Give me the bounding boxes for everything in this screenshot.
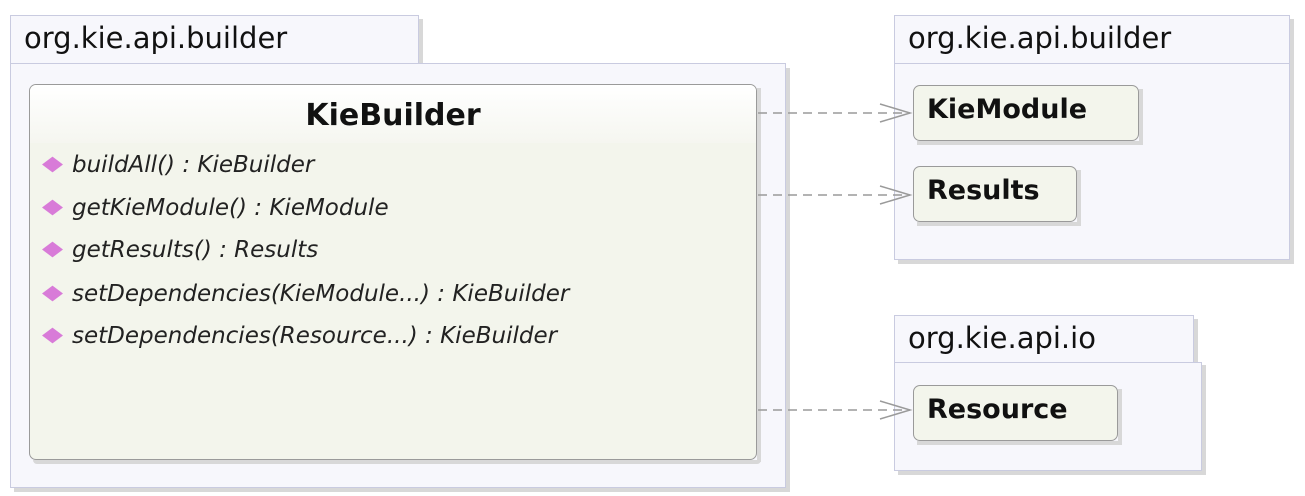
package-tab-kiebuilder: org.kie.api.builder — [10, 15, 419, 64]
package-shadow — [898, 260, 1294, 264]
type-name: Resource — [927, 394, 1068, 425]
method-row: getKieModule() : KieModule — [42, 195, 389, 221]
package-name: org.kie.api.builder — [24, 21, 288, 55]
box-shadow — [1118, 389, 1122, 445]
package-shadow — [1290, 19, 1294, 264]
package-tab-io: org.kie.api.io — [894, 315, 1194, 364]
class-shadow — [757, 88, 761, 462]
box-shadow — [1139, 89, 1143, 145]
package-shadow — [786, 68, 790, 492]
type-results: Results — [913, 166, 1077, 222]
type-kiemodule: KieModule — [913, 85, 1139, 141]
package-tab-builder: org.kie.api.builder — [894, 15, 1290, 64]
package-shadow — [14, 488, 790, 492]
package-name: org.kie.api.builder — [908, 21, 1172, 55]
package-shadow — [419, 19, 423, 63]
method-signature: getResults() : Results — [72, 237, 319, 263]
method-signature: getKieModule() : KieModule — [72, 195, 389, 221]
method-row: buildAll() : KieBuilder — [42, 152, 315, 178]
box-shadow — [917, 141, 1143, 145]
package-shadow — [898, 471, 1206, 475]
class-kiebuilder: KieBuilder buildAll() : KieBuilder getKi… — [29, 84, 757, 460]
method-signature: setDependencies(Resource...) : KieBuilde… — [72, 323, 558, 349]
box-shadow — [917, 441, 1122, 445]
box-shadow — [1077, 170, 1081, 226]
type-name: KieModule — [927, 94, 1088, 125]
type-resource: Resource — [913, 385, 1118, 441]
class-name: KieBuilder — [30, 85, 756, 143]
method-signature: buildAll() : KieBuilder — [72, 152, 315, 178]
arrowhead-icon — [879, 400, 913, 420]
type-name: Results — [927, 175, 1040, 206]
class-shadow — [33, 460, 761, 464]
package-name: org.kie.api.io — [908, 321, 1096, 355]
method-row: setDependencies(KieModule...) : KieBuild… — [42, 281, 570, 307]
package-shadow — [1194, 319, 1198, 363]
method-row: setDependencies(Resource...) : KieBuilde… — [42, 323, 558, 349]
method-row: getResults() : Results — [42, 237, 319, 263]
package-shadow — [1202, 365, 1206, 475]
box-shadow — [917, 222, 1081, 226]
arrowhead-icon — [879, 185, 913, 205]
arrowhead-icon — [879, 103, 913, 123]
method-signature: setDependencies(KieModule...) : KieBuild… — [72, 281, 570, 307]
